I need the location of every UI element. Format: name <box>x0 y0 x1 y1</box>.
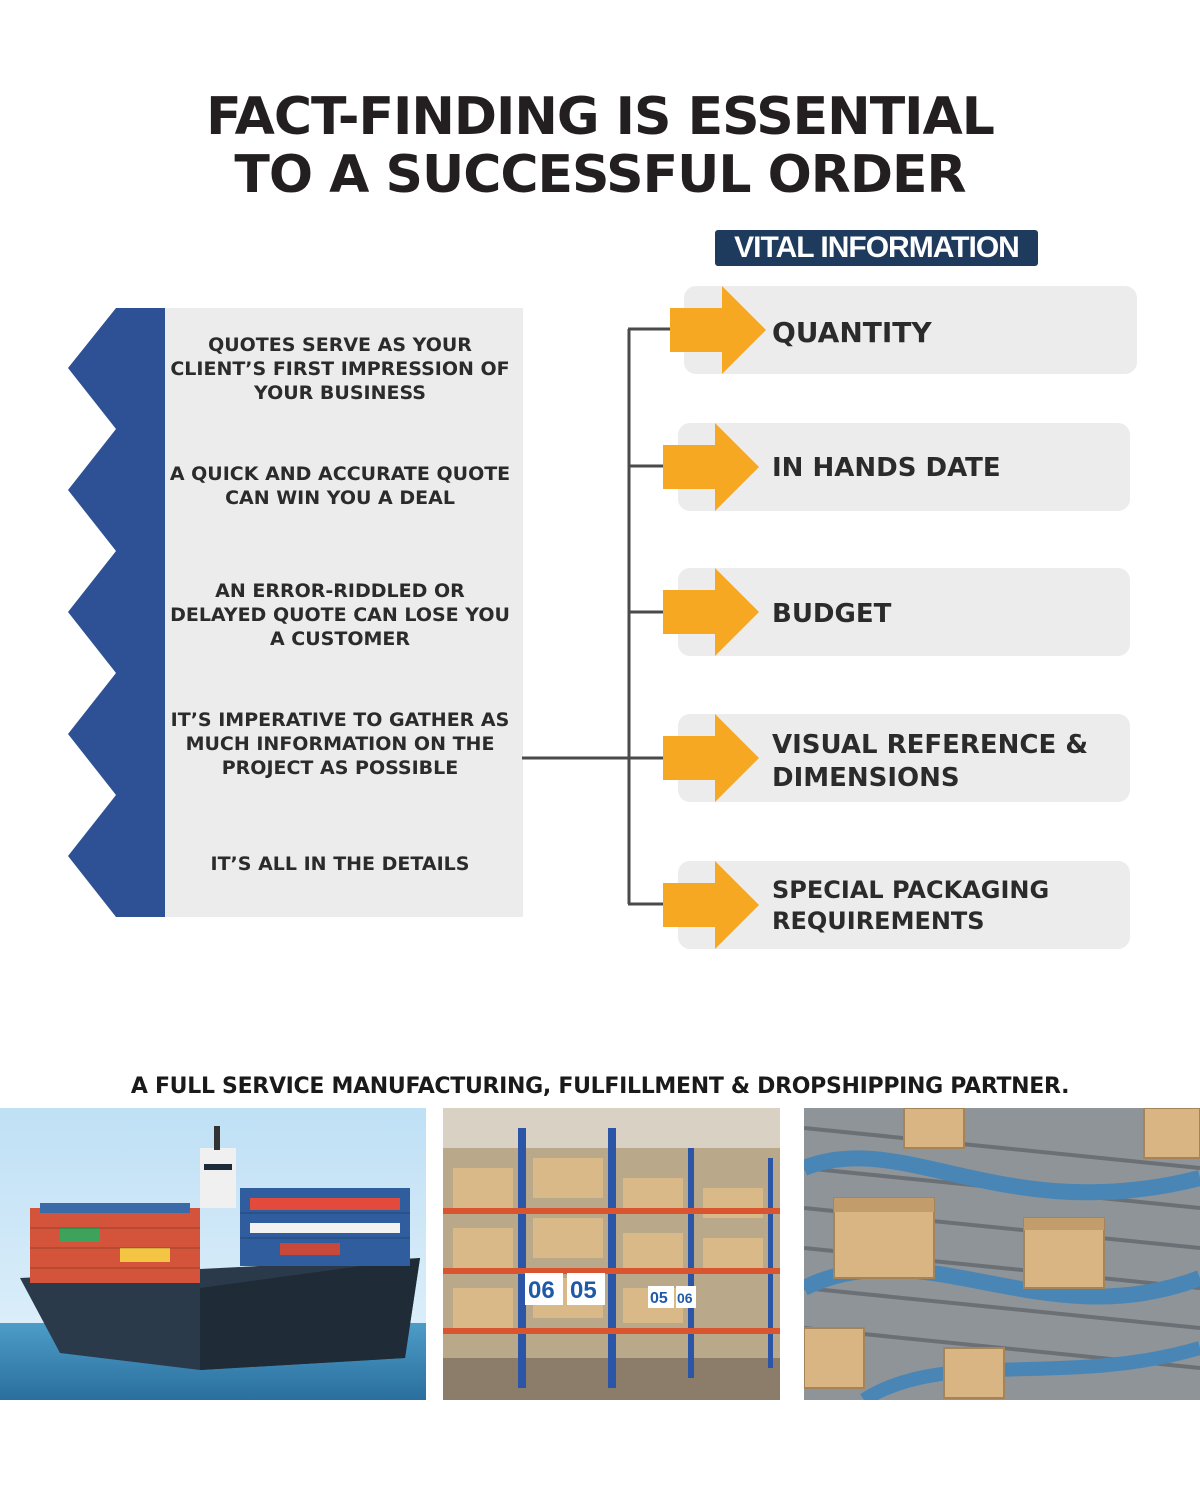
page-title: FACT-FINDING IS ESSENTIAL TO A SUCCESSFU… <box>0 88 1200 204</box>
vital-item-label: IN HANDS DATE <box>772 453 1001 483</box>
title-line-2: TO A SUCCESSFUL ORDER <box>234 145 966 205</box>
orange-arrow-icon <box>663 714 759 802</box>
fact-item: IT’S ALL IN THE DETAILS <box>210 853 470 875</box>
orange-arrow-icon <box>670 286 766 374</box>
vital-item-label: QUANTITY <box>772 316 932 349</box>
vital-item-label: VISUAL REFERENCE & DIMENSIONS <box>772 730 1088 793</box>
vital-information-heading: VITAL INFORMATION <box>715 230 1038 266</box>
fact-item: QUOTES SERVE AS YOUR CLIENT’S FIRST IMPR… <box>170 334 510 404</box>
partner-tagline: A FULL SERVICE MANUFACTURING, FULFILLMEN… <box>130 1074 1070 1099</box>
rack-label: 06 <box>677 1290 693 1306</box>
rack-label: 06 <box>528 1277 555 1304</box>
facts-panel <box>165 308 523 917</box>
orange-arrow-icon <box>663 423 759 511</box>
cargo-ship-image <box>0 1108 426 1400</box>
warehouse-racks-image: 06 05 05 06 <box>443 1108 780 1400</box>
fact-item: A QUICK AND ACCURATE QUOTE CAN WIN YOU A… <box>169 463 511 509</box>
title-line-1: FACT-FINDING IS ESSENTIAL <box>206 87 995 147</box>
rack-label: 05 <box>650 1290 668 1307</box>
fact-item: AN ERROR-RIDDLED OR DELAYED QUOTE CAN LO… <box>170 580 510 650</box>
conveyor-boxes-image <box>804 1108 1200 1400</box>
rack-label: 05 <box>570 1277 597 1304</box>
fact-item: IT’S IMPERATIVE TO GATHER AS MUCH INFORM… <box>170 709 510 779</box>
zigzag-chevron-strip <box>68 308 165 917</box>
vital-item-label: BUDGET <box>772 599 892 629</box>
orange-arrow-icon <box>663 861 759 949</box>
orange-arrow-icon <box>663 568 759 656</box>
vital-item-label: SPECIAL PACKAGING REQUIREMENTS <box>772 876 1050 935</box>
